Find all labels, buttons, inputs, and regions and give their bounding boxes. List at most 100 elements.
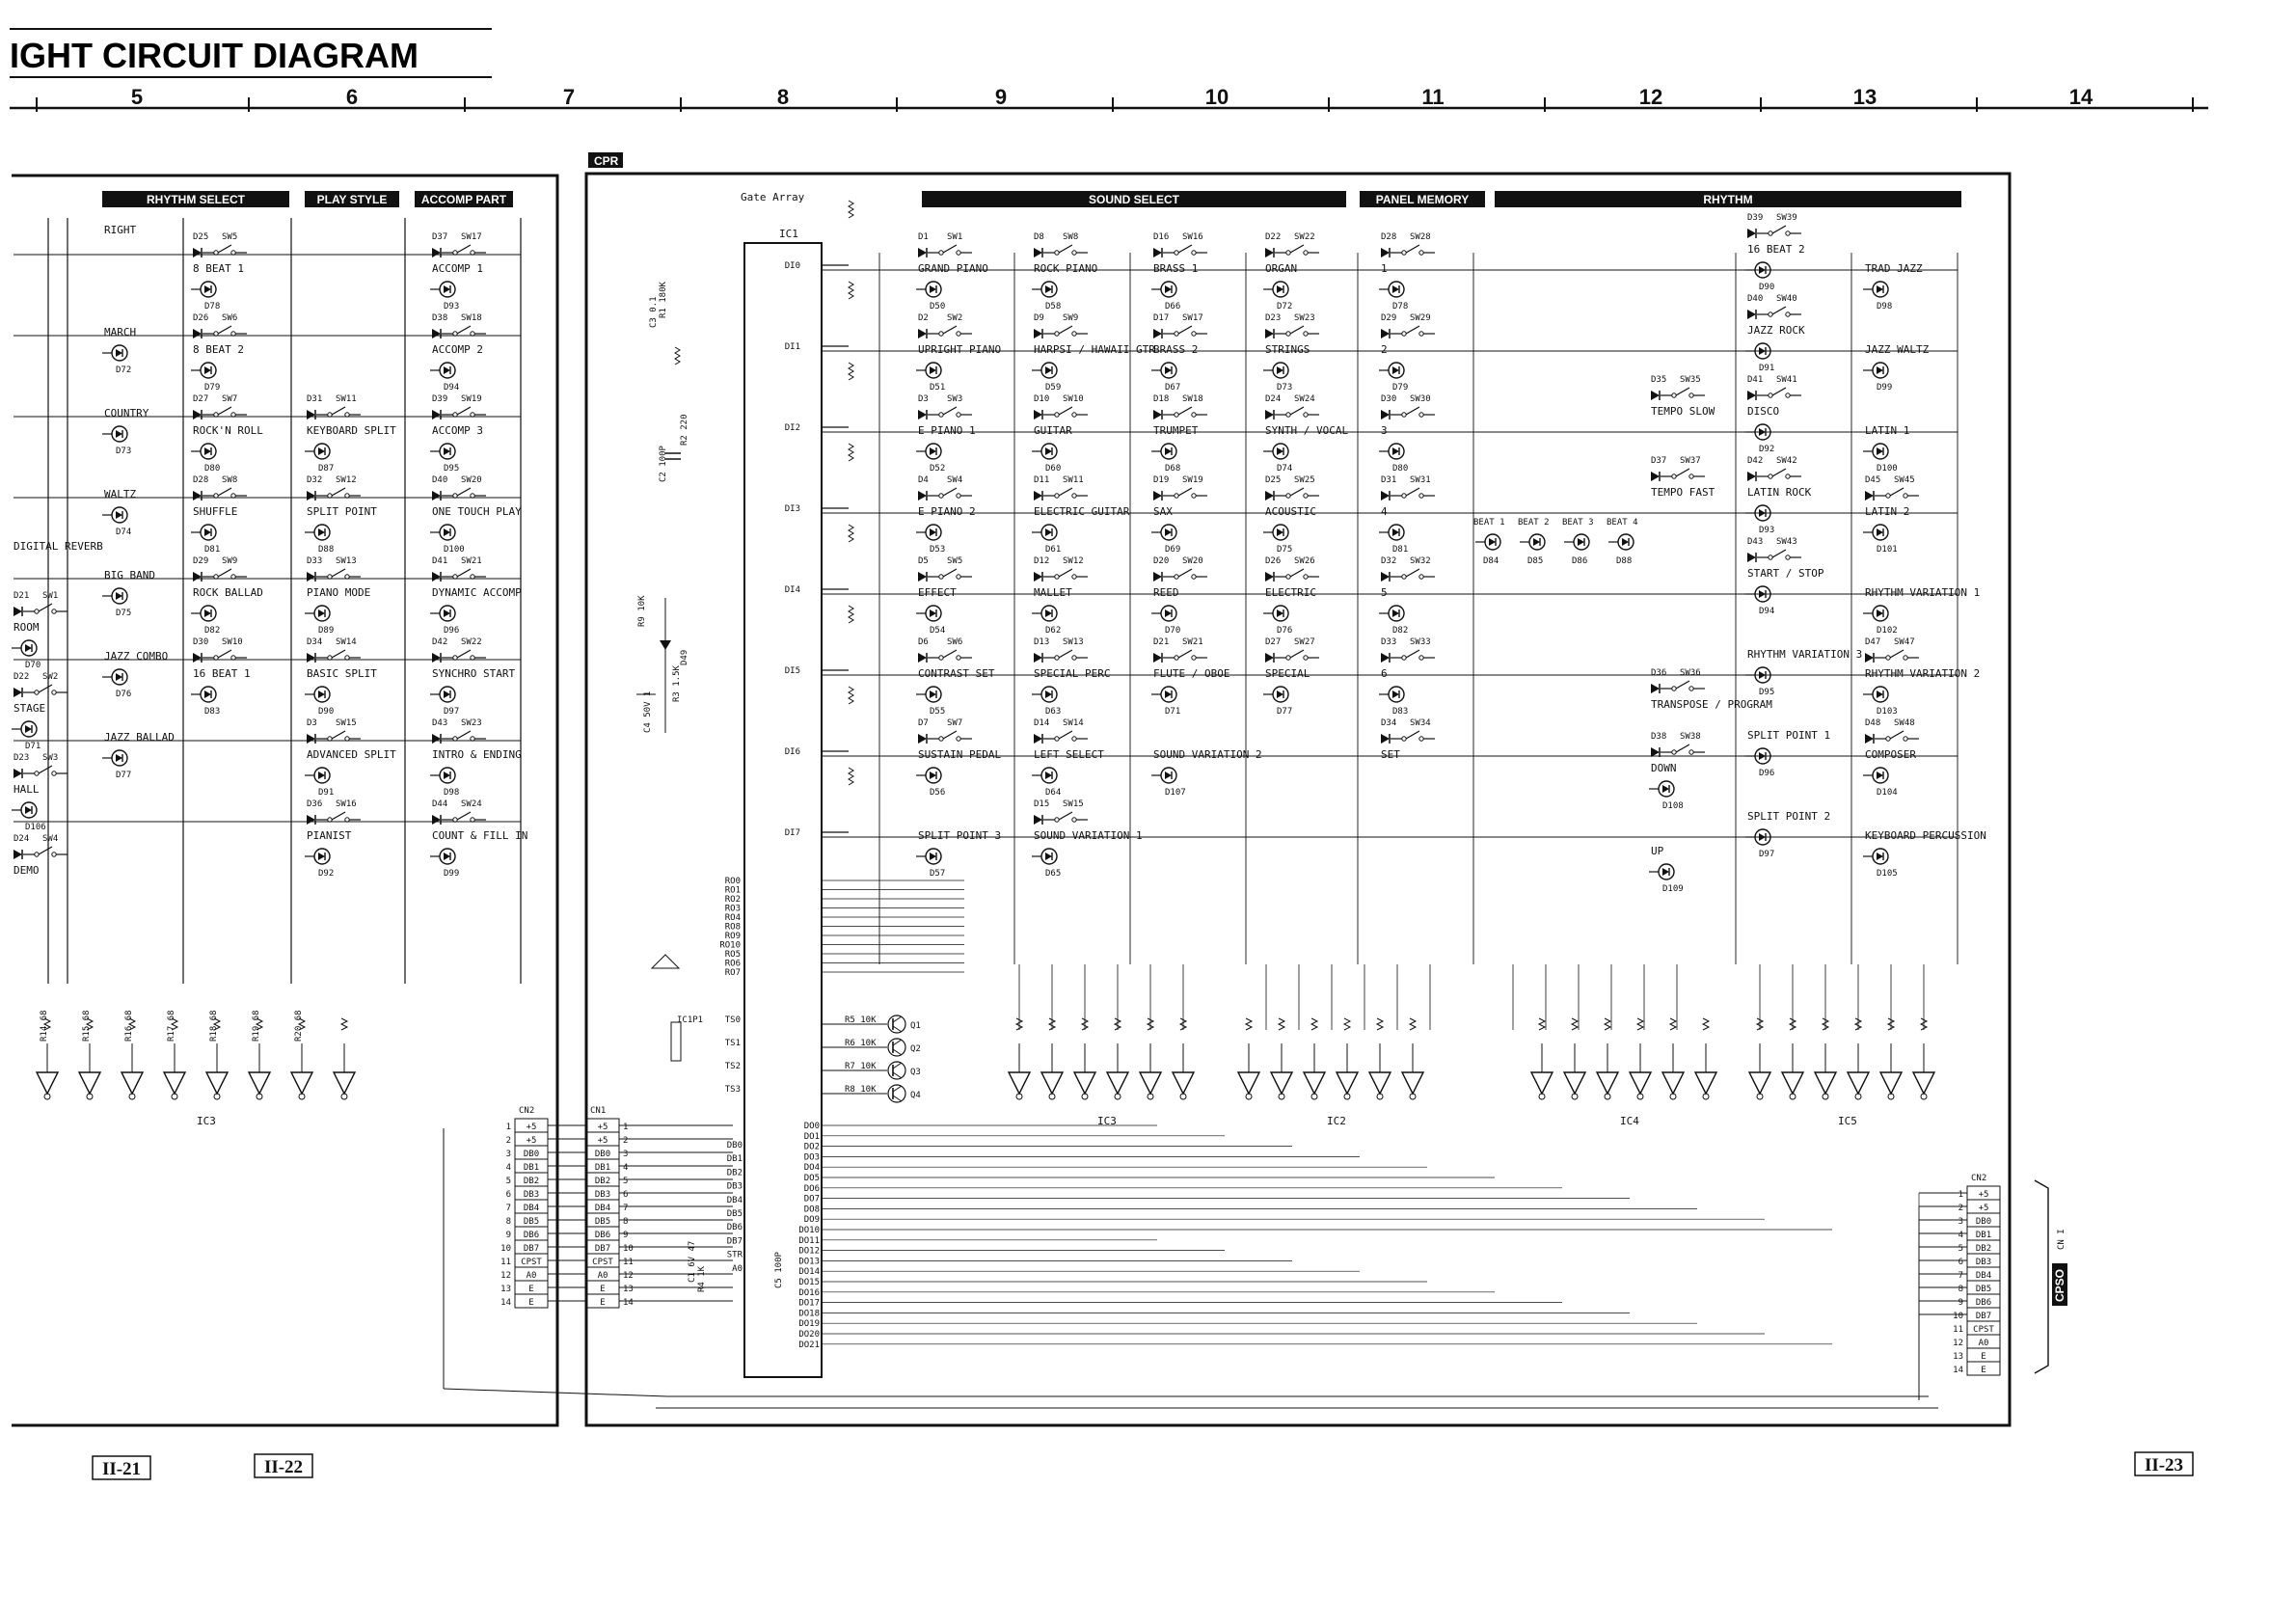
page-number-22: II-22 (254, 1453, 313, 1478)
buffer-icon (247, 1071, 272, 1096)
cell-label: SOUND VARIATION 2 (1153, 748, 1262, 761)
transistor-icon (887, 1015, 906, 1034)
buffer-icon (1562, 1071, 1587, 1096)
diode-ref: D38 (432, 313, 447, 323)
switch-contact-icon (1768, 230, 1773, 236)
svg-text:IC1: IC1 (779, 228, 798, 240)
diode-icon (1381, 491, 1390, 501)
switch-ref: SW11 (1063, 475, 1084, 485)
cell-label: 5 (1381, 586, 1388, 599)
connector-title: CN2 (1971, 1174, 1986, 1183)
pin-label: RO6 (725, 960, 741, 969)
diode-ref: D14 (1034, 718, 1049, 728)
pin-label: DI3 (785, 504, 800, 514)
connector-pin-label: DB0 (595, 1150, 610, 1159)
led-ref: D73 (1277, 383, 1292, 392)
switch-contact-icon (452, 493, 458, 499)
connector-pin-label: +5 (598, 1123, 608, 1132)
pin-label: RO7 (725, 968, 741, 978)
switch-ref: SW45 (1894, 475, 1915, 485)
column-number: 9 (995, 85, 1007, 109)
switch-ref: SW17 (1182, 313, 1203, 323)
led-ref: D67 (1165, 383, 1180, 392)
switch-lever-icon (1405, 568, 1420, 578)
switch-ref: SW40 (1776, 294, 1797, 304)
buffer-icon (1911, 1071, 1936, 1096)
cell-label: ROCK PIANO (1034, 262, 1097, 275)
switch-lever-icon (942, 649, 958, 659)
wiring (14, 218, 1967, 1409)
diode-ref: D3 (918, 394, 929, 404)
diode-icon (1034, 410, 1042, 420)
led-ref: D109 (1662, 884, 1684, 894)
switch-ref: SW17 (461, 232, 482, 242)
connector-pin-label: E (528, 1298, 533, 1308)
diode-ref: D33 (307, 556, 322, 566)
switch-contact-icon (327, 655, 333, 661)
buffer-icon (204, 1071, 230, 1096)
buffer-icon (1529, 1071, 1554, 1096)
switch-lever-icon (1289, 649, 1305, 659)
diode-icon (14, 688, 22, 697)
connector-pin-number: 11 (500, 1258, 511, 1267)
cell-reverb: DIGITAL REVERB (14, 540, 103, 553)
switch-contact-icon (34, 609, 40, 614)
part-ref: R5 10K (845, 1015, 877, 1025)
led-ref: D70 (25, 661, 41, 670)
cell-label: ROCK BALLAD (193, 586, 263, 599)
switch-contact-icon (1174, 574, 1179, 580)
switch-lever-icon (217, 649, 232, 659)
switch-lever-icon (1675, 744, 1690, 753)
switch-contact-icon (1174, 655, 1179, 661)
cell-label: RIGHT (104, 224, 136, 236)
pin-label: DO15 (798, 1278, 820, 1287)
switch-ref: SW22 (1294, 232, 1315, 242)
switch-contact-icon (327, 412, 333, 418)
switch-ref: SW1 (947, 232, 962, 242)
switch-contact-icon (1174, 412, 1179, 418)
switch-ref: SW2 (42, 672, 58, 682)
ic-label: IC2 (1327, 1115, 1346, 1127)
cell-label: BASIC SPLIT (307, 667, 377, 680)
diode-icon (918, 248, 927, 257)
part-ref: R3 1.5K (672, 664, 682, 702)
diode-ref: D17 (1153, 313, 1169, 323)
switch-ref: SW47 (1894, 637, 1915, 647)
switch-ref: SW43 (1776, 537, 1797, 547)
pin-label: DI1 (785, 342, 800, 352)
led-ref: D69 (1165, 545, 1180, 555)
diode-ref: D23 (14, 753, 29, 763)
switch-ref: SW22 (461, 637, 482, 647)
switch-contact-icon (1885, 655, 1891, 661)
switch-contact-icon (213, 574, 219, 580)
diode-icon (193, 653, 202, 663)
switch-contact-icon (1768, 555, 1773, 560)
diode-icon (307, 653, 315, 663)
pin-label: DO11 (798, 1236, 820, 1246)
switch-lever-icon (1289, 568, 1305, 578)
cell-label: ACOUSTIC (1265, 505, 1316, 518)
diode-icon (432, 248, 441, 257)
led-ref: D76 (116, 690, 131, 699)
diode-ref: D24 (1265, 394, 1281, 404)
switch-lever-icon (331, 568, 346, 578)
part-ref: C2 100P (659, 445, 668, 482)
header-rhythm: RHYTHM (1495, 191, 1961, 207)
switch-lever-icon (1771, 549, 1787, 558)
resistor-ref: R17 68 (167, 1010, 176, 1042)
pin-label: DB4 (727, 1196, 743, 1205)
led-ref: D106 (25, 823, 46, 832)
diode-icon (432, 734, 441, 744)
